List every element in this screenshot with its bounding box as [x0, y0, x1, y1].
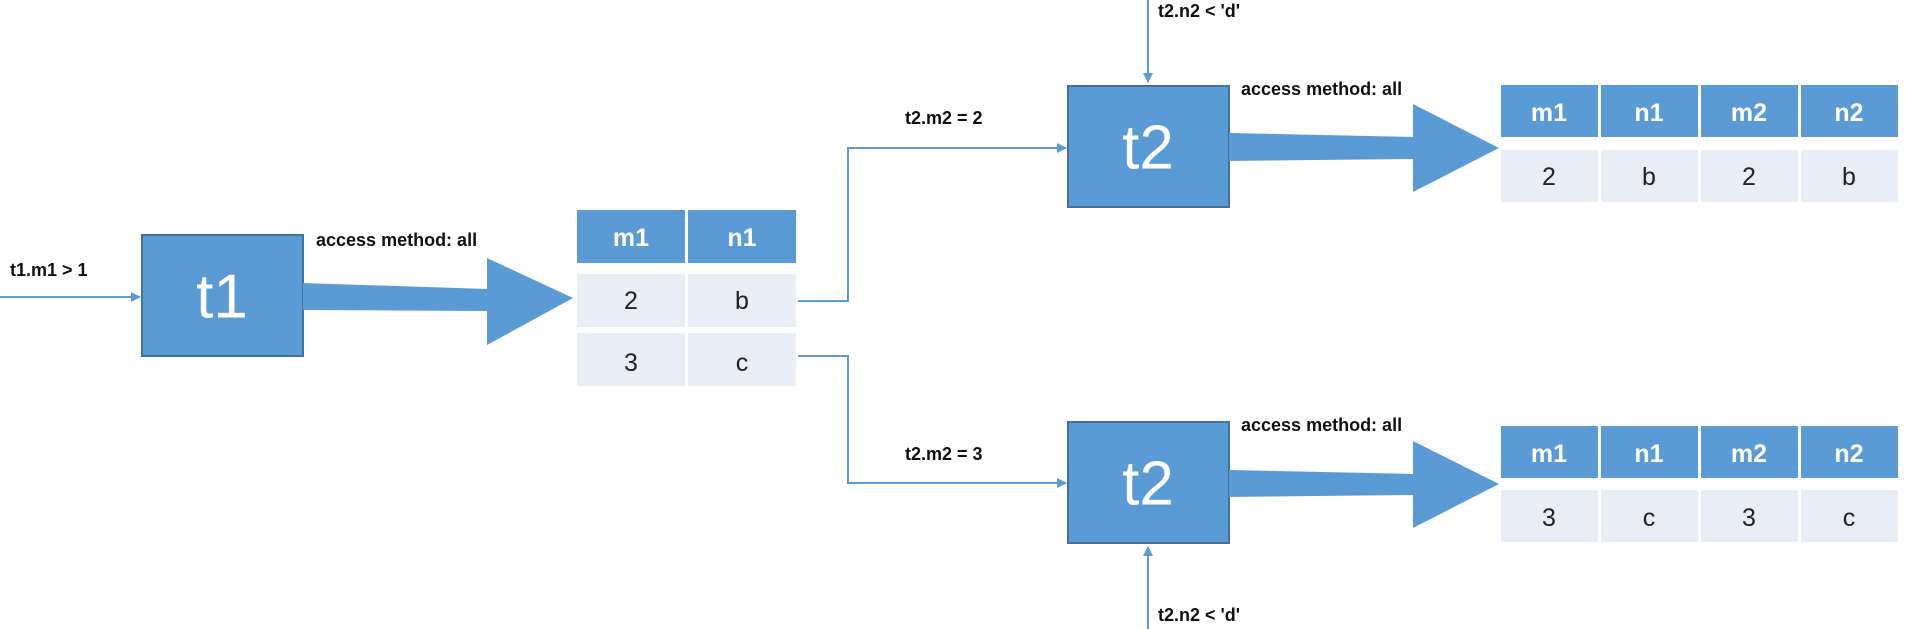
table-cell-value: 3	[624, 349, 638, 377]
table-cell-value: b	[735, 287, 749, 315]
column-header-m1: m1	[1531, 99, 1567, 127]
table-cell	[1801, 490, 1898, 542]
column-header	[1801, 426, 1898, 478]
t1-output-arrow	[303, 258, 573, 345]
t2-lower-node-label: t2	[1122, 450, 1174, 519]
column-header-n1: n1	[1634, 440, 1663, 468]
row2-to-lower-t2-connector	[798, 355, 1067, 488]
t2-upper-node: t2	[1067, 85, 1230, 208]
table-cell	[688, 274, 796, 327]
table-cell	[1601, 490, 1698, 542]
column-header	[1601, 426, 1698, 478]
t2-upper-output-arrow	[1229, 104, 1499, 192]
column-header-n1: n1	[1634, 99, 1663, 127]
column-header	[1501, 426, 1598, 478]
table-cell	[1601, 150, 1698, 202]
table-cell-value: c	[1843, 504, 1856, 532]
join-lower-table: m1 n1 m2 n2 3 c 3 c	[1501, 426, 1898, 542]
table-cell	[1801, 150, 1898, 202]
table-cell	[688, 333, 796, 386]
column-header-m1: m1	[1531, 440, 1567, 468]
lower-join-label: t2.m2 = 3	[905, 444, 983, 464]
table-cell	[1501, 150, 1598, 202]
column-header-m2: m2	[1731, 440, 1767, 468]
t1-condition-label: t1.m1 > 1	[10, 260, 88, 280]
column-header-n2: n2	[1834, 440, 1863, 468]
column-header-n2: n2	[1834, 99, 1863, 127]
t1-node-label: t1	[196, 263, 248, 332]
t1-result-table: m1 n1 2 b 3 c	[577, 210, 796, 386]
table-cell	[1501, 490, 1598, 542]
column-header	[1701, 85, 1798, 137]
column-header-n1: n1	[727, 224, 756, 252]
t2-lower-output-arrow	[1229, 441, 1499, 528]
table-cell-value: c	[1643, 504, 1656, 532]
upper-t2-condition-label: t2.n2 < 'd'	[1158, 1, 1240, 21]
column-header	[577, 210, 685, 263]
join-upper-table: m1 n1 m2 n2 2 b 2 b	[1501, 85, 1898, 202]
column-header	[1501, 85, 1598, 137]
upper-join-label: t2.m2 = 2	[905, 108, 983, 128]
lower-access-label: access method: all	[1241, 415, 1402, 435]
column-header	[688, 210, 796, 263]
table-cell	[1701, 150, 1798, 202]
column-header-m2: m2	[1731, 99, 1767, 127]
row1-to-upper-t2-connector	[798, 143, 1067, 302]
table-cell-value: 3	[1542, 504, 1556, 532]
table-cell-value: 2	[1742, 163, 1756, 191]
column-header-m1: m1	[613, 224, 649, 252]
t1-node: t1	[141, 234, 304, 357]
table-cell-value: b	[1842, 163, 1856, 191]
table-cell-value: 2	[624, 287, 638, 315]
table-cell	[1701, 490, 1798, 542]
column-header	[1701, 426, 1798, 478]
t2-lower-node: t2	[1067, 421, 1230, 544]
table-cell	[577, 274, 685, 327]
table-cell-value: b	[1642, 163, 1656, 191]
table-cell-value: 3	[1742, 504, 1756, 532]
upper-access-label: access method: all	[1241, 79, 1402, 99]
t1-access-label: access method: all	[316, 230, 477, 250]
table-cell-value: 2	[1542, 163, 1556, 191]
t2-upper-node-label: t2	[1122, 114, 1174, 183]
column-header	[1801, 85, 1898, 137]
table-cell	[577, 333, 685, 386]
table-cell-value: c	[736, 349, 749, 377]
column-header	[1601, 85, 1698, 137]
lower-t2-condition-label: t2.n2 < 'd'	[1158, 605, 1240, 625]
